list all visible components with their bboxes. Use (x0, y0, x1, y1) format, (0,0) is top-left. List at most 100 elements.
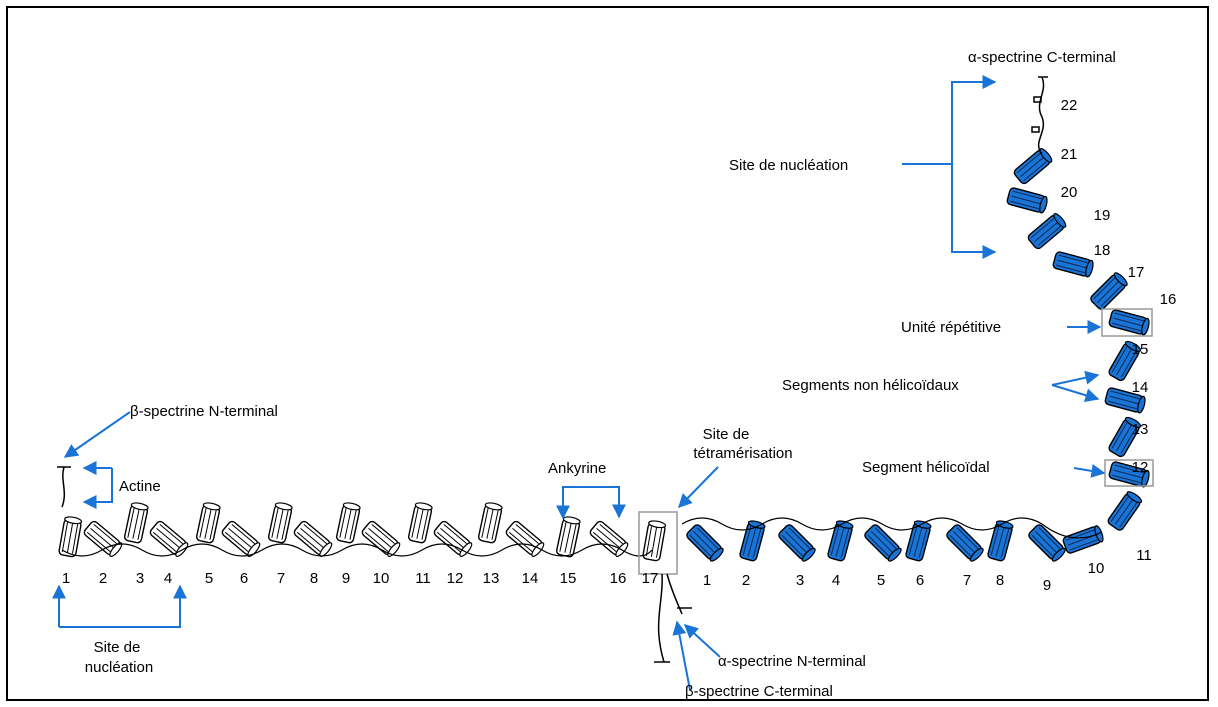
diagram-frame: α-spectrine C-terminal Site de nucléatio… (6, 6, 1209, 701)
repetitive-unit-box (1101, 308, 1153, 337)
alpha-c-terminal-tail (1031, 76, 1048, 155)
beta-repeat-number-11: 11 (415, 570, 431, 587)
alpha-repeat-number-16: 16 (1160, 291, 1177, 308)
beta-repeat-number-1: 1 (62, 570, 70, 587)
beta-repeat-14 (505, 520, 545, 557)
beta-repeat-5 (195, 502, 221, 544)
alpha-spectrin-chain (681, 148, 1150, 562)
alpha-repeat-14 (1104, 387, 1146, 414)
alpha-n-terminal-label: α-spectrine N-terminal (718, 653, 866, 670)
beta-repeat-number-7: 7 (277, 570, 285, 587)
beta-repeat-number-2: 2 (99, 570, 107, 587)
beta-repeat-9 (335, 502, 361, 544)
alpha-repeat-15 (1108, 340, 1142, 382)
site-nucleation-left-label-2: nucléation (85, 659, 153, 676)
alpha-repeat-2 (739, 520, 766, 562)
beta-linker (61, 543, 653, 557)
beta-repeat-number-3: 3 (136, 570, 144, 587)
beta-repeat-16 (589, 520, 629, 557)
tetramerization-box (638, 511, 678, 575)
beta-repeat-8 (293, 520, 333, 557)
alpha-repeat-number-20: 20 (1061, 184, 1078, 201)
site-nucleation-left-label-1: Site de (94, 639, 141, 656)
alpha-repeat-number-4: 4 (832, 572, 840, 589)
alpha-repeat-16 (1108, 309, 1150, 336)
segments-non-helicoidaux-label: Segments non hélicoïdaux (782, 377, 959, 394)
alpha-repeat-11 (1107, 491, 1143, 531)
beta-repeat-number-6: 6 (240, 570, 248, 587)
alpha-repeat-number-17: 17 (1128, 264, 1145, 281)
alpha-linker (681, 517, 1103, 539)
alpha-repeat-number-14: 14 (1132, 379, 1149, 396)
alpha-repeat-number-9: 9 (1043, 577, 1051, 594)
alpha-repeat-number-8: 8 (996, 572, 1004, 589)
beta-repeat-13 (477, 502, 503, 544)
segment-helicoidal-label: Segment hélicoïdal (862, 459, 990, 476)
site-tetramerisation-label-1: Site de (703, 426, 750, 443)
alpha-repeat-number-18: 18 (1094, 242, 1111, 259)
alpha-repeat-10 (1062, 525, 1104, 554)
ankyrine-label: Ankyrine (548, 460, 606, 477)
beta-repeat-number-13: 13 (483, 570, 500, 587)
site-nucleation-right-label: Site de nucléation (729, 157, 848, 174)
beta-repeat-7 (267, 502, 293, 544)
beta-repeat-number-4: 4 (164, 570, 172, 587)
beta-repeat-6 (221, 520, 261, 557)
beta-spectrin-chain (58, 502, 667, 562)
beta-repeat-number-5: 5 (205, 570, 213, 587)
alpha-repeat-9 (1028, 524, 1066, 562)
alpha-repeat-1 (686, 524, 724, 562)
beta-repeat-number-14: 14 (522, 570, 539, 587)
alpha-repeat-21 (1013, 148, 1053, 185)
beta-repeat-2 (83, 520, 123, 557)
beta-repeat-number-8: 8 (310, 570, 318, 587)
beta-repeat-12 (433, 520, 473, 557)
beta-n-terminal-label: β-spectrine N-terminal (130, 403, 278, 420)
alpha-repeat-number-1: 1 (703, 572, 711, 589)
alpha-repeat-number-19: 19 (1094, 207, 1111, 224)
alpha-repeat-number-13: 13 (1132, 421, 1149, 438)
alpha-repeat-number-21: 21 (1061, 146, 1078, 163)
alpha-repeat-18 (1052, 251, 1094, 278)
alpha-repeat-8 (987, 520, 1014, 562)
beta-repeat-1 (58, 516, 83, 558)
unite-repetitive-label: Unité répétitive (901, 319, 1001, 336)
beta-repeat-number-15: 15 (560, 570, 577, 587)
alpha-repeat-number-12: 12 (1132, 459, 1149, 476)
site-tetramerisation-label-2: tétramérisation (693, 445, 792, 462)
beta-repeat-17 (642, 520, 667, 562)
alpha-repeat-number-22: 22 (1061, 97, 1078, 114)
terminal-tails-bottom (654, 573, 692, 663)
alpha-repeat-number-15: 15 (1132, 341, 1149, 358)
alpha-c-terminal-label: α-spectrine C-terminal (968, 49, 1116, 66)
spectrin-diagram: α-spectrine C-terminal Site de nucléatio… (52, 49, 1177, 700)
alpha-repeat-13 (1108, 416, 1142, 458)
alpha-repeat-20 (1006, 187, 1048, 214)
actine-label: Actine (119, 478, 161, 495)
alpha-repeat-number-2: 2 (742, 572, 750, 589)
beta-repeat-11 (407, 502, 433, 544)
beta-repeat-number-16: 16 (610, 570, 627, 587)
alpha-repeat-4 (827, 520, 854, 562)
alpha-repeat-12 (1108, 461, 1150, 488)
alpha-repeat-number-3: 3 (796, 572, 804, 589)
beta-repeat-number-12: 12 (447, 570, 464, 587)
alpha-repeat-number-10: 10 (1088, 560, 1105, 577)
alpha-repeat-3 (778, 524, 816, 562)
beta-repeat-number-17: 17 (642, 570, 659, 587)
alpha-repeat-7 (946, 524, 984, 562)
beta-repeat-3 (123, 502, 149, 544)
beta-c-terminal-label: β-spectrine C-terminal (685, 683, 833, 699)
beta-repeat-10 (361, 520, 401, 557)
beta-repeat-number-10: 10 (373, 570, 390, 587)
beta-repeat-4 (149, 520, 189, 557)
beta-n-terminal-tail (57, 466, 71, 508)
beta-repeat-number-9: 9 (342, 570, 350, 587)
alpha-repeat-number-6: 6 (916, 572, 924, 589)
alpha-repeat-number-5: 5 (877, 572, 885, 589)
alpha-repeat-number-11: 11 (1136, 547, 1152, 564)
alpha-repeat-17 (1090, 272, 1128, 310)
beta-repeat-15 (555, 516, 581, 558)
